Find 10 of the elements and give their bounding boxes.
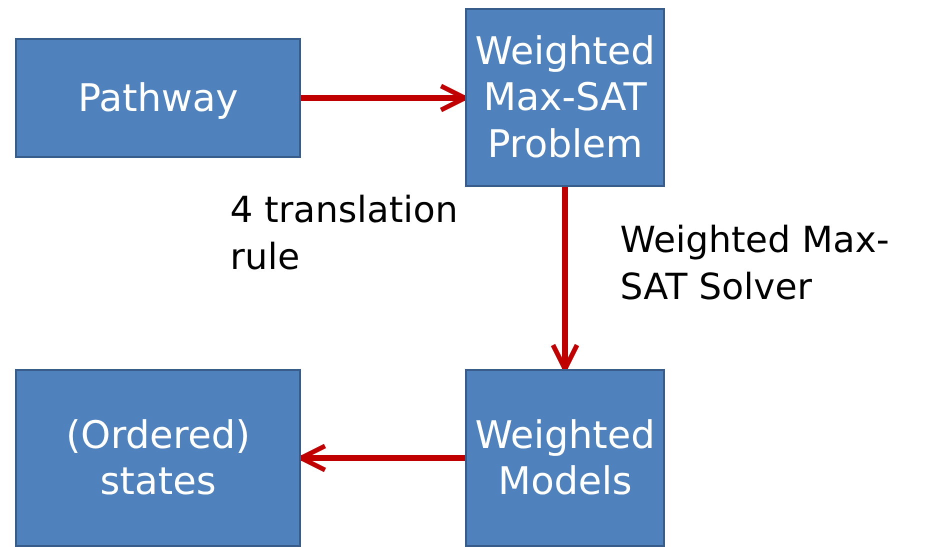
box-label: Weighted Models bbox=[474, 412, 656, 504]
box-label: Pathway bbox=[78, 74, 238, 122]
arrow bbox=[550, 187, 580, 372]
process-box bbox=[15, 38, 301, 158]
box-label: (Ordered) states bbox=[64, 412, 252, 504]
process-box bbox=[465, 369, 665, 547]
process-box bbox=[465, 8, 665, 187]
box-label: Weighted Max-SAT Problem bbox=[474, 28, 656, 168]
arrow bbox=[301, 84, 468, 112]
process-box bbox=[15, 369, 301, 547]
